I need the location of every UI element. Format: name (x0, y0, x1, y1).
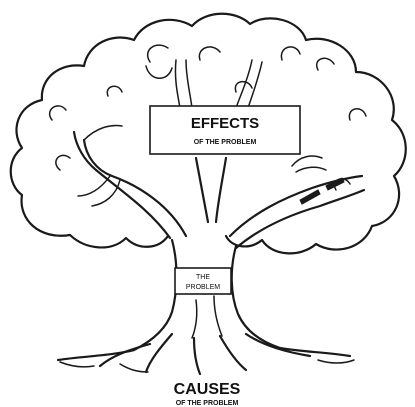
causes-subtitle: OF THE PROBLEM (176, 400, 239, 407)
problem-line2: PROBLEM (186, 284, 220, 291)
problem-line1: THE (196, 274, 210, 281)
effects-label: EFFECTS OF THE PROBLEM (149, 105, 301, 155)
causes-label: CAUSES OF THE PROBLEM (174, 381, 241, 407)
causes-title: CAUSES (174, 381, 241, 398)
effects-title: EFFECTS (191, 115, 259, 132)
tree-trunk (132, 238, 282, 352)
tree-branches (72, 59, 366, 250)
tree-canopy (9, 12, 407, 255)
tree-roots (56, 332, 355, 376)
effects-subtitle: OF THE PROBLEM (194, 139, 257, 146)
problem-label: THE PROBLEM (174, 267, 232, 295)
